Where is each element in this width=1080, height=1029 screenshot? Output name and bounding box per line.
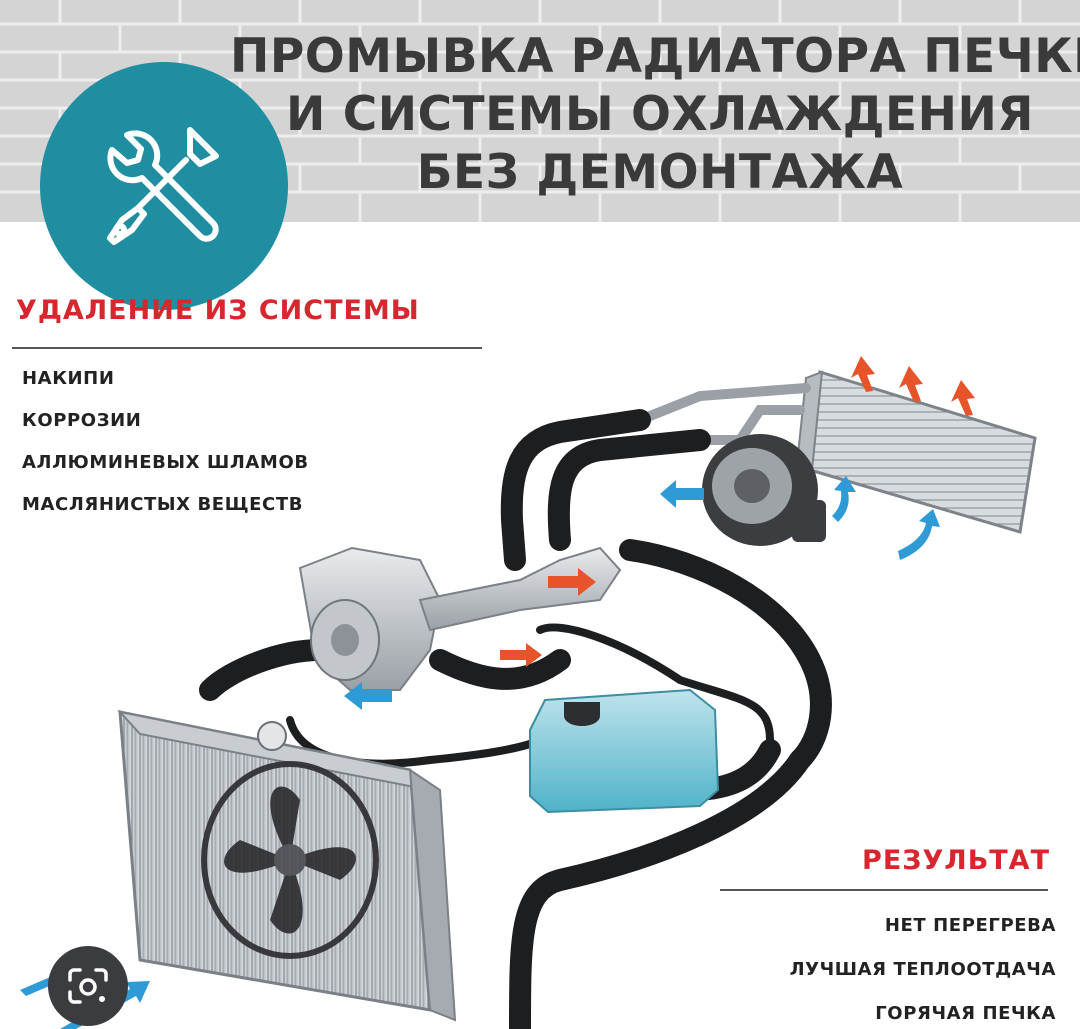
list-item: ЛУЧШАЯ ТЕПЛООТДАЧА bbox=[789, 959, 1056, 980]
page-title: ПРОМЫВКА РАДИАТОРА ПЕЧКИ И СИСТЕМЫ ОХЛАЖ… bbox=[230, 28, 1080, 202]
radiator bbox=[117, 710, 457, 1022]
radiator-fan bbox=[201, 761, 379, 959]
wrench-screwdriver-icon bbox=[107, 127, 219, 245]
removal-list: НАКИПИ КОРРОЗИИ АЛЛЮМИНЕВЫХ ШЛАМОВ МАСЛЯ… bbox=[22, 358, 309, 526]
thin-hoses bbox=[286, 623, 774, 768]
cooling-system-illustration bbox=[20, 356, 1037, 1029]
removal-heading: УДАЛЕНИЕ ИЗ СИСТЕМЫ bbox=[16, 295, 420, 326]
list-item: ГОРЯЧАЯ ПЕЧКА bbox=[875, 1003, 1056, 1024]
list-item: АЛЛЮМИНЕВЫХ ШЛАМОВ bbox=[22, 452, 309, 473]
title-line-3: БЕЗ ДЕМОНТАЖА bbox=[416, 145, 904, 200]
google-lens-button[interactable] bbox=[48, 946, 128, 1026]
list-item: КОРРОЗИИ bbox=[22, 410, 142, 431]
removal-divider bbox=[12, 347, 482, 349]
expansion-tank bbox=[529, 688, 720, 814]
blower-fan bbox=[702, 434, 826, 546]
result-list: НЕТ ПЕРЕГРЕВА ЛУЧШАЯ ТЕПЛООТДАЧА ГОРЯЧАЯ… bbox=[790, 904, 1056, 1029]
result-heading: РЕЗУЛЬТАТ bbox=[862, 845, 1050, 876]
list-item: НАКИПИ bbox=[22, 368, 115, 389]
coolant-hoses bbox=[199, 409, 832, 1029]
list-item: НЕТ ПЕРЕГРЕВА bbox=[884, 915, 1056, 936]
list-item: МАСЛЯНИСТЫХ ВЕЩЕСТВ bbox=[22, 494, 304, 515]
water-pump bbox=[298, 546, 622, 691]
heater-core bbox=[794, 370, 1037, 534]
google-lens-icon bbox=[68, 968, 108, 1004]
heater-pipes bbox=[635, 383, 811, 445]
result-divider bbox=[720, 889, 1048, 891]
tools-badge bbox=[40, 62, 288, 310]
title-line-2: И СИСТЕМЫ ОХЛАЖДЕНИЯ bbox=[286, 87, 1034, 142]
title-line-1: ПРОМЫВКА РАДИАТОРА ПЕЧКИ bbox=[230, 29, 1080, 84]
